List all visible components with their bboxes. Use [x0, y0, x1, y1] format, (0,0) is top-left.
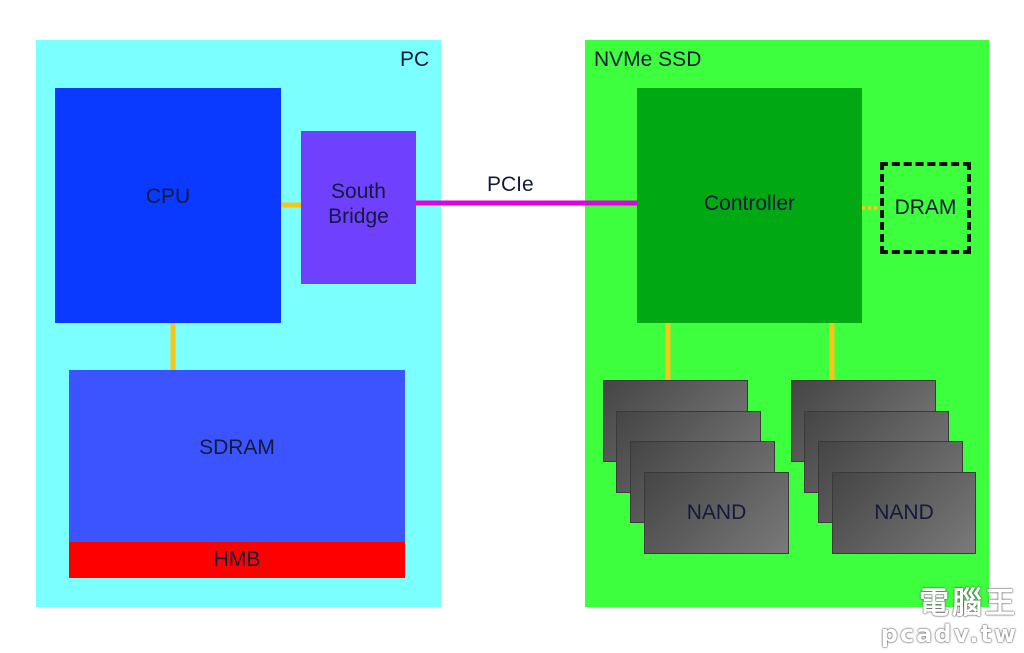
- watermark: 電腦王 pcadv.tw: [881, 589, 1018, 649]
- dram-block: DRAM: [880, 162, 971, 254]
- controller-label: Controller: [703, 192, 796, 215]
- nand-chip-top-left: NAND: [644, 472, 789, 554]
- sdram-label: SDRAM: [199, 436, 275, 459]
- nand-chip-top-right: NAND: [832, 472, 976, 554]
- hmb-block: HMB: [69, 542, 405, 578]
- pc-title: PC: [400, 48, 430, 71]
- watermark-logo-text: 電腦王: [919, 586, 1018, 621]
- controller-block: Controller: [637, 88, 862, 323]
- pcie-label: PCIe: [487, 173, 534, 196]
- sdram-block: SDRAM: [69, 370, 405, 542]
- south-bridge-label-line1: South: [331, 179, 386, 203]
- south-bridge-label-line2: Bridge: [328, 204, 389, 228]
- watermark-url: pcadv.tw: [880, 620, 1018, 648]
- dram-label: DRAM: [894, 196, 957, 219]
- nand-left-label: NAND: [686, 501, 747, 524]
- cpu-block: CPU: [55, 88, 281, 323]
- ssd-title: NVMe SSD: [594, 48, 702, 71]
- hmb-label: HMB: [213, 548, 261, 571]
- south-bridge-block: South Bridge: [301, 131, 416, 284]
- cpu-label: CPU: [145, 184, 191, 208]
- nand-right-label: NAND: [874, 501, 934, 524]
